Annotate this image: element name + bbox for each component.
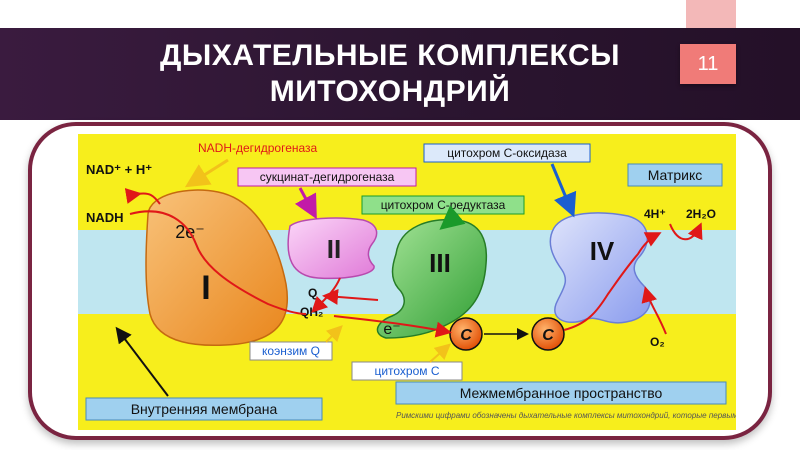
cytochrome-c-oxidase-label: цитохром C-оксидаза [447, 146, 567, 160]
qh2-to-cyt-arrow [333, 315, 452, 338]
slide-title: ДЫХАТЕЛЬНЫЕ КОМПЛЕКСЫ МИТОХОНДРИЙ [160, 39, 620, 108]
cytochrome-c-label: цитохром C [374, 364, 439, 378]
complex-iv-label: IV [590, 236, 615, 266]
cytochrome-c-label-2: C [542, 327, 554, 344]
cytochrome-c-oxidase-box [423, 143, 591, 163]
inner-membrane-pointer [115, 326, 169, 397]
inner-membrane-label: Внутренняя мембрана [131, 401, 278, 417]
qh2-label: QH₂ [300, 305, 323, 319]
water-arrow [669, 222, 703, 241]
coenzyme-q-label: коэнзим Q [262, 344, 320, 358]
complex-iii-label: III [429, 248, 451, 278]
cytochrome-c-pointer [429, 343, 451, 363]
q-arrow [322, 288, 379, 305]
matrix-label: Матрикс [648, 167, 703, 183]
cytochrome-c-box [351, 361, 463, 381]
intermembrane-space-label: Межмембранное пространство [460, 385, 663, 401]
o2-label: O₂ [650, 335, 665, 349]
electron-path-iv [563, 232, 662, 331]
nadh-label: NADH [86, 210, 124, 225]
complex-i-label: I [201, 269, 210, 307]
complex-ii-shape [287, 217, 378, 280]
succinate-dehydrogenase-pointer [294, 187, 317, 220]
q-label: Q [308, 286, 317, 300]
nad-plus-label: NAD⁺ + H⁺ [86, 162, 152, 177]
succinate-dehydrogenase-box [237, 167, 417, 187]
o2-arrow [641, 286, 667, 335]
inner-membrane-box [85, 397, 323, 421]
respiratory-chain-figure: I 2e⁻ II III e⁻ IV C C NAD⁺ + H⁺ NADH Q … [78, 134, 800, 430]
nadh-dehydrogenase-pointer [184, 158, 229, 188]
cytochrome-c-reductase-pointer [439, 205, 466, 230]
cytochrome-c-label-1: C [460, 327, 472, 344]
h2o-label: 2H₂O [686, 207, 716, 221]
intermembrane-space-box [395, 381, 727, 405]
cytochrome-c-reductase-label: цитохром C-редуктаза [381, 198, 506, 212]
coenzyme-q-pointer [325, 325, 343, 343]
caption-text: Римскими цифрами обозначены дыхательные … [396, 411, 736, 420]
cytochrome-c-circle-2 [531, 317, 565, 351]
electron-path-i [129, 210, 307, 315]
page-number-badge: 11 [680, 44, 736, 84]
cytochrome-c-oxidase-pointer [550, 163, 577, 218]
nadh-dehydrogenase-label: NADH-дегидрогеназа [198, 141, 318, 155]
page-tab-decoration [686, 0, 736, 28]
succinate-dehydrogenase-label: сукцинат-дегидрогеназа [260, 170, 395, 184]
complex-iii-electron: e⁻ [383, 321, 400, 338]
h4-label: 4H⁺ [644, 207, 666, 221]
coenzyme-q-box [249, 341, 333, 361]
nad-return-arrow [124, 188, 161, 205]
respiratory-chain-svg: I 2e⁻ II III e⁻ IV C C NAD⁺ + H⁺ NADH Q … [78, 134, 800, 430]
complex-i-shape [145, 189, 289, 347]
title-banner [0, 28, 800, 120]
complex-iv-shape [549, 212, 651, 324]
matrix-box [627, 163, 723, 187]
complex-ii-label: II [327, 234, 341, 264]
